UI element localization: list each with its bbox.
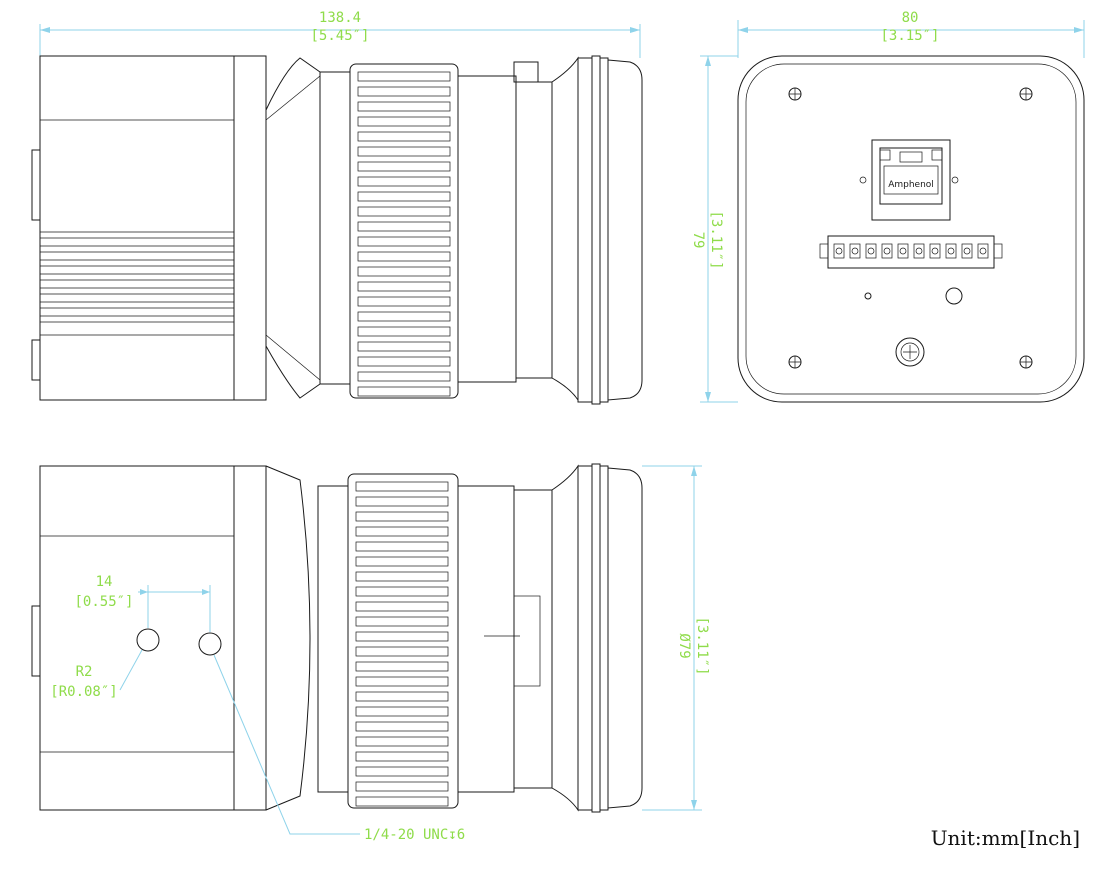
terminal-screw bbox=[867, 247, 875, 255]
rear-height-mm: 79 bbox=[690, 232, 706, 249]
terminal-screw bbox=[883, 247, 891, 255]
knurl-rib bbox=[355, 631, 449, 642]
knurl-rib bbox=[355, 676, 449, 687]
ethernet-port: Amphenol bbox=[859, 139, 959, 221]
unit-label: Unit:mm[Inch] bbox=[930, 826, 1080, 850]
knurl-rib bbox=[357, 341, 451, 352]
cooling-fins bbox=[40, 231, 234, 323]
knurled-ring-ribs bbox=[357, 71, 451, 397]
knurl-rib bbox=[355, 571, 449, 582]
knurl-rib bbox=[357, 236, 451, 247]
knurl-rib bbox=[357, 281, 451, 292]
knurl-rib bbox=[357, 311, 451, 322]
knurl-rib bbox=[357, 116, 451, 127]
front-diameter-mm: Ø79 bbox=[676, 633, 692, 658]
knurl-rib bbox=[357, 176, 451, 187]
side-view-top: 138.4 [5.45″] bbox=[31, 10, 643, 405]
terminal-pin bbox=[913, 243, 925, 259]
knurl-rib bbox=[357, 296, 451, 307]
hole-radius-mm: R2 bbox=[76, 664, 93, 680]
knurl-rib bbox=[355, 661, 449, 672]
terminal-screw bbox=[931, 247, 939, 255]
overall-length-inch: [5.45″] bbox=[310, 28, 369, 44]
terminal-screw bbox=[835, 247, 843, 255]
knurl-rib bbox=[355, 496, 449, 507]
knurl-rib bbox=[355, 691, 449, 702]
terminal-pin bbox=[833, 243, 845, 259]
terminal-screw bbox=[963, 247, 971, 255]
thread-callout-text: 1/4-20 UNC↧6 bbox=[364, 827, 465, 843]
knurl-rib bbox=[357, 221, 451, 232]
mount-hole-right bbox=[198, 632, 222, 656]
dim-hole-radius: R2 [R0.08″] bbox=[50, 649, 143, 700]
knurl-rib bbox=[355, 766, 449, 777]
terminal-pin bbox=[977, 243, 989, 259]
knurl-rib bbox=[355, 601, 449, 612]
terminal-pin bbox=[865, 243, 877, 259]
rear-view: 80 [3.15″] 79 [3.11″] bbox=[690, 10, 1085, 403]
knurl-rib bbox=[355, 781, 449, 792]
knurl-rib bbox=[355, 586, 449, 597]
thread-callout: 1/4-20 UNC↧6 bbox=[213, 654, 465, 843]
terminal-block bbox=[819, 235, 1003, 269]
mount-spacing-mm: 14 bbox=[96, 574, 113, 590]
dim-rear-height: 79 [3.11″] bbox=[690, 55, 738, 403]
terminal-screw bbox=[915, 247, 923, 255]
terminal-pin bbox=[961, 243, 973, 259]
knurl-rib bbox=[357, 206, 451, 217]
dim-mount-spacing: 14 [0.55″] bbox=[74, 574, 211, 632]
knurl-rib bbox=[357, 161, 451, 172]
knurl-rib bbox=[355, 751, 449, 762]
terminal-screw bbox=[979, 247, 987, 255]
knurl-rib bbox=[357, 146, 451, 157]
knurl-rib bbox=[355, 796, 449, 807]
knurl-rib bbox=[355, 616, 449, 627]
knurl-rib bbox=[357, 356, 451, 367]
dim-overall-length: 138.4 [5.45″] bbox=[39, 10, 641, 58]
rear-height-inch: [3.11″] bbox=[708, 210, 724, 269]
knurl-rib bbox=[355, 646, 449, 657]
terminal-pin bbox=[849, 243, 861, 259]
front-diameter-inch: [3.11″] bbox=[694, 616, 710, 675]
knurl-rib bbox=[357, 191, 451, 202]
terminal-screw bbox=[899, 247, 907, 255]
side-view-bottom: 14 [0.55″] R2 [R0.08″] 1/4-20 UNC↧6 Ø79 … bbox=[31, 463, 710, 843]
knurled-ring-ribs-bottom bbox=[355, 481, 449, 807]
mount-spacing-inch: [0.55″] bbox=[74, 594, 133, 610]
dim-rear-width: 80 [3.15″] bbox=[737, 10, 1085, 58]
rear-width-inch: [3.15″] bbox=[880, 28, 939, 44]
terminal-pin bbox=[897, 243, 909, 259]
terminal-pin bbox=[929, 243, 941, 259]
knurl-rib bbox=[357, 371, 451, 382]
rear-screws bbox=[788, 87, 1033, 369]
knurl-rib bbox=[357, 386, 451, 397]
overall-length-mm: 138.4 bbox=[319, 10, 361, 26]
terminal-screw bbox=[947, 247, 955, 255]
knurl-rib bbox=[357, 101, 451, 112]
knurl-rib bbox=[355, 721, 449, 732]
knurl-rib bbox=[357, 86, 451, 97]
terminal-pin bbox=[945, 243, 957, 259]
knurl-rib bbox=[357, 131, 451, 142]
knurl-rib bbox=[355, 541, 449, 552]
knurl-rib bbox=[355, 736, 449, 747]
knurl-rib bbox=[355, 706, 449, 717]
terminal-pin bbox=[881, 243, 893, 259]
knurl-rib bbox=[355, 481, 449, 492]
knurl-rib bbox=[357, 251, 451, 262]
knurl-rib bbox=[357, 266, 451, 277]
connector-brand-label: Amphenol bbox=[888, 180, 934, 190]
knurl-rib bbox=[355, 511, 449, 522]
terminal-screw bbox=[851, 247, 859, 255]
knurl-rib bbox=[355, 556, 449, 567]
knurl-rib bbox=[355, 526, 449, 537]
rear-width-mm: 80 bbox=[902, 10, 919, 26]
knurl-rib bbox=[357, 326, 451, 337]
dim-front-diameter: Ø79 [3.11″] bbox=[642, 465, 710, 811]
mount-hole-left bbox=[136, 628, 160, 652]
hole-radius-inch: [R0.08″] bbox=[50, 684, 117, 700]
knurl-rib bbox=[357, 71, 451, 82]
